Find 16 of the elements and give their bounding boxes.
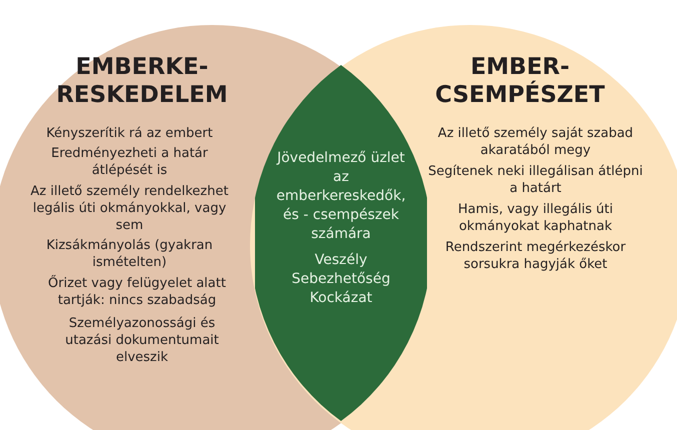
list-item: Segítenek neki illegálisan átlépni a határt: [428, 163, 643, 197]
list-item: Kényszerítik rá az embert: [45, 125, 214, 142]
list-item: Kizsákmányolás (gyakran ismételten): [45, 237, 214, 271]
circle-heading: EMBERKE- RESKEDELEM: [55, 53, 229, 109]
list-item: Őrizet vagy felügyelet alatt tartják: nincs szabadság: [47, 275, 227, 309]
overlap-text: Kockázat: [308, 289, 374, 308]
overlap-text: Veszély: [314, 251, 368, 270]
circle-heading: EMBER- CSEMPÉSZET: [434, 53, 606, 109]
list-item: Eredményezheti a határ átlépését is: [50, 145, 209, 179]
overlap-text: Sebezhetőség: [290, 270, 392, 289]
list-item: Az illető személy saját szabad akaratából megy: [436, 125, 634, 159]
list-item: Az illető személy rendelkezhet legális úti okmányokkal, vagy sem: [30, 183, 230, 234]
overlap-text: Jövedelmező üzlet az emberkereskedők, és - csempészek számára: [275, 149, 407, 244]
list-item: Hamis, vagy illegális úti okmányokat kaphatnak: [457, 201, 614, 235]
list-item: Személyazonossági és utazási dokumentumait elveszik: [64, 315, 220, 366]
list-item: Rendszerint megérkezéskor sorsukra hagyják őket: [444, 239, 627, 273]
